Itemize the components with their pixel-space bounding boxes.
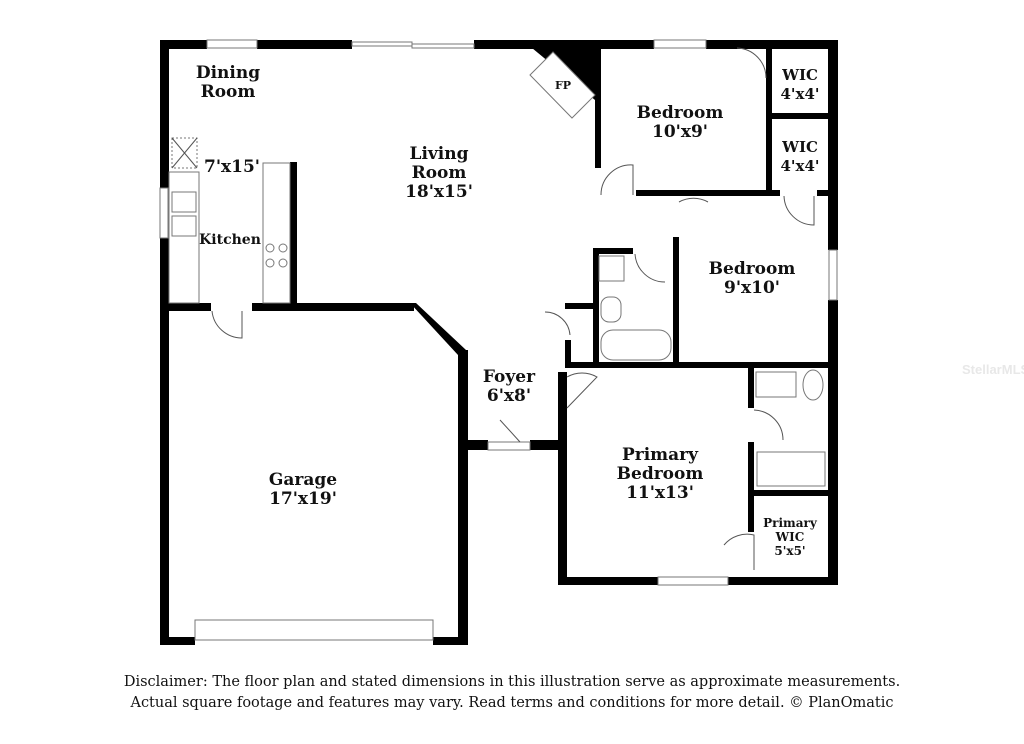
primary-bedroom-name-1: Primary — [622, 445, 699, 465]
dining-room-label: Dining Room — [196, 63, 260, 102]
living-room-label: Living Room 18'x15' — [405, 144, 473, 202]
disclaimer: Disclaimer: The floor plan and stated di… — [0, 672, 1024, 714]
kitchen-name: Kitchen — [199, 232, 261, 248]
living-room-name-2: Room — [412, 163, 467, 183]
wic1-size: 4'x4' — [780, 85, 819, 103]
dining-room-name-1: Dining — [196, 63, 260, 83]
bedroom1-size: 10'x9' — [652, 122, 708, 142]
foyer-name: Foyer — [483, 367, 536, 387]
primary-wic-size: 5'x5' — [774, 544, 805, 558]
fireplace-label: FP — [555, 79, 571, 92]
wic2-size: 4'x4' — [780, 157, 819, 175]
windows — [194, 39, 838, 641]
primary-wic-name-2: WIC — [775, 530, 805, 544]
dining-room-name-2: Room — [201, 82, 256, 102]
garage-size: 17'x19' — [269, 489, 337, 509]
bedroom1-name: Bedroom — [637, 103, 724, 123]
primary-wic-name-1: Primary — [763, 516, 818, 530]
bedroom2-size: 9'x10' — [724, 278, 780, 298]
kitchen-size: 7'x15' — [204, 157, 260, 177]
primary-bedroom-name-2: Bedroom — [617, 464, 704, 484]
wic1-name: WIC — [781, 66, 818, 84]
wic2-name: WIC — [781, 138, 818, 156]
walls — [159, 40, 838, 645]
living-room-name-1: Living — [410, 144, 469, 164]
fixtures — [168, 47, 826, 570]
watermark: StellarMLS — [962, 362, 1024, 377]
disclaimer-line-2: Actual square footage and features may v… — [130, 695, 894, 711]
garage-name: Garage — [269, 470, 337, 490]
living-room-size: 18'x15' — [405, 182, 473, 202]
bedroom2-name: Bedroom — [709, 259, 796, 279]
primary-bedroom-size: 11'x13' — [626, 483, 694, 503]
foyer-size: 6'x8' — [487, 386, 531, 406]
disclaimer-line-1: Disclaimer: The floor plan and stated di… — [123, 674, 901, 690]
